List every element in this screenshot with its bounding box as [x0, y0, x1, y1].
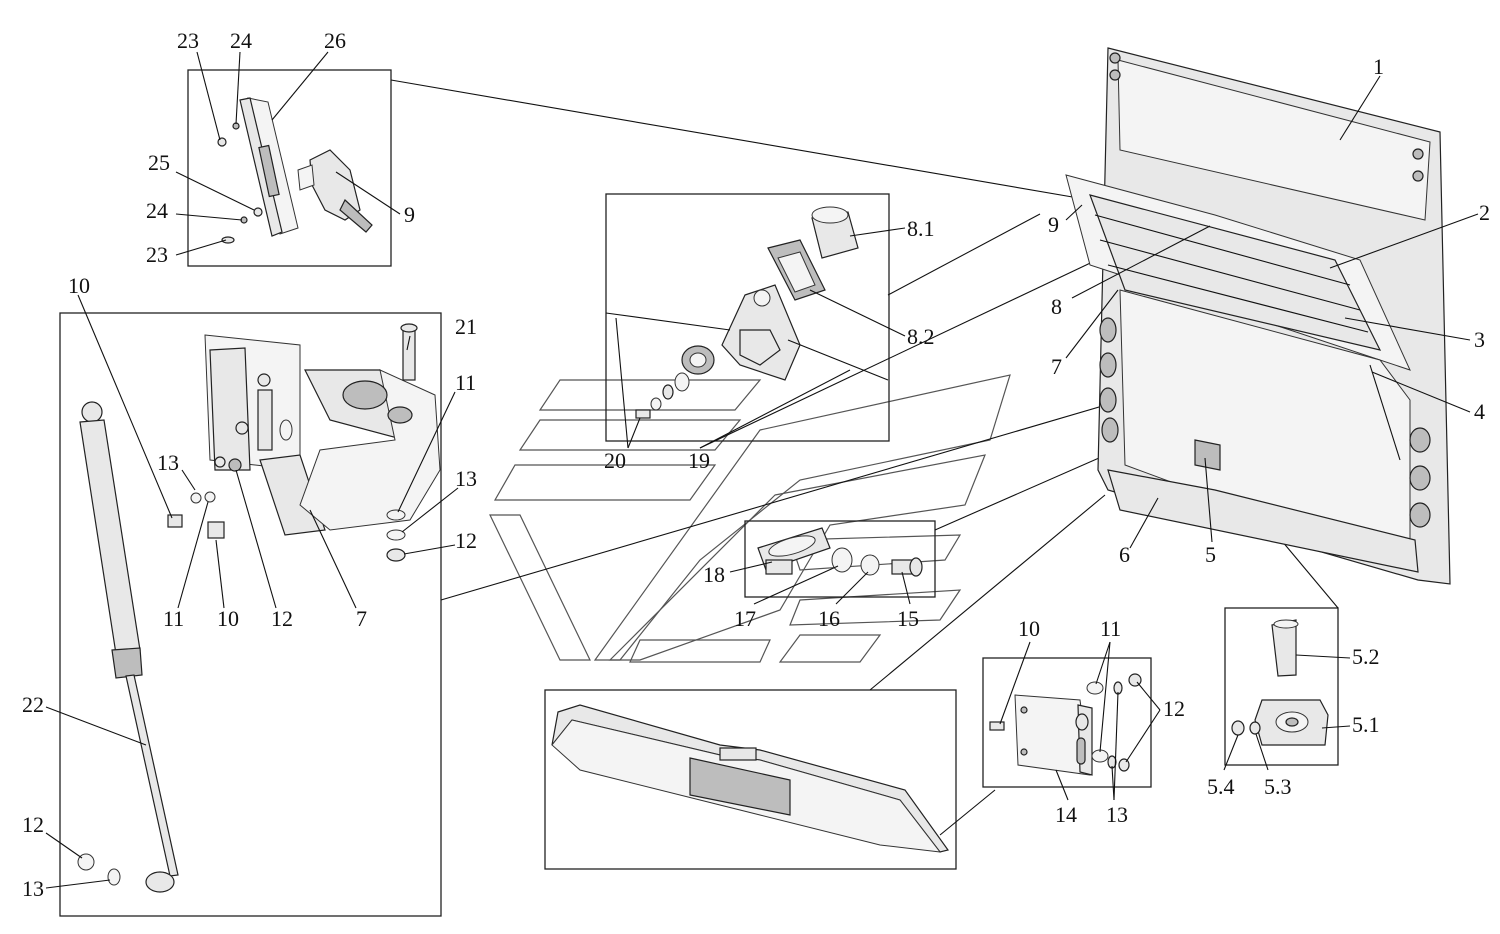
- main-leaders: [1065, 75, 1479, 549]
- callout-13-bracket: 13: [1106, 802, 1128, 827]
- callout-19: 19: [688, 448, 710, 473]
- callout-23-top: 23: [177, 28, 199, 53]
- callout-5-4: 5.4: [1207, 774, 1235, 799]
- trim-leader-2: [939, 789, 996, 836]
- callout-10-top: 10: [68, 273, 90, 298]
- callout-21: 21: [455, 314, 477, 339]
- callout-10-bracket: 10: [1018, 616, 1040, 641]
- callout-1: 1: [1373, 54, 1384, 79]
- latch-parts: [217, 97, 373, 244]
- detail-box-bracket: [744, 520, 936, 598]
- lock-parts: [605, 206, 889, 419]
- hinge-leaders: [45, 294, 1141, 889]
- callout-10-bottom: 10: [217, 606, 239, 631]
- detail-box-bracket-14: [982, 657, 1152, 788]
- detail-box-hinge-strut: [59, 312, 442, 917]
- callout-8: 8: [1051, 294, 1062, 319]
- callout-11-bottom: 11: [163, 606, 184, 631]
- callout-18: 18: [703, 562, 725, 587]
- callout-5-3: 5.3: [1264, 774, 1292, 799]
- detail-box-trim: [544, 689, 957, 870]
- callout-13-right: 13: [455, 466, 477, 491]
- detail-box-latch: [187, 69, 392, 267]
- callout-15: 15: [897, 606, 919, 631]
- callout-17: 17: [734, 606, 756, 631]
- callout-9-detail: 9: [404, 202, 415, 227]
- callout-22: 22: [22, 692, 44, 717]
- callout-8-2: 8.2: [907, 324, 935, 349]
- callout-11-bracket: 11: [1100, 616, 1121, 641]
- trim-leader: [869, 494, 1106, 691]
- bracket-14-leaders: [999, 641, 1161, 801]
- callout-7-main: 7: [1051, 354, 1062, 379]
- callout-4: 4: [1474, 399, 1485, 424]
- detail-box-lock: [605, 193, 890, 442]
- callout-13-left: 13: [157, 450, 179, 475]
- callout-11-right: 11: [455, 370, 476, 395]
- callout-6: 6: [1119, 542, 1130, 567]
- callout-14: 14: [1055, 802, 1077, 827]
- callout-8-1: 8.1: [907, 216, 935, 241]
- callout-12-bottom: 12: [271, 606, 293, 631]
- callout-5-1: 5.1: [1352, 712, 1380, 737]
- callout-12-strut: 12: [22, 812, 44, 837]
- latch-5-parts: [1231, 619, 1329, 746]
- main-hood-assembly: [1065, 47, 1451, 585]
- callout-25: 25: [148, 150, 170, 175]
- detail-box-latch-5: [1224, 607, 1339, 766]
- callout-7-detail: 7: [356, 606, 367, 631]
- background-ghost-shapes: [489, 374, 1011, 663]
- callout-5: 5: [1205, 542, 1216, 567]
- callout-5-2: 5.2: [1352, 644, 1380, 669]
- bracket-14-parts: [989, 673, 1142, 776]
- callout-12-bracket: 12: [1163, 696, 1185, 721]
- callout-24-top: 24: [230, 28, 252, 53]
- callout-3: 3: [1474, 327, 1485, 352]
- callout-16: 16: [818, 606, 840, 631]
- callout-24-bottom: 24: [146, 198, 168, 223]
- callout-9-main: 9: [1048, 212, 1059, 237]
- latch-leaders: [175, 51, 1091, 256]
- bracket-parts: [757, 527, 923, 577]
- lock-leaders: [615, 213, 1123, 449]
- callout-23-bottom: 23: [146, 242, 168, 267]
- callout-12-right: 12: [455, 528, 477, 553]
- callout-2: 2: [1479, 200, 1490, 225]
- trim-parts: [551, 704, 950, 853]
- callout-20: 20: [604, 448, 626, 473]
- gas-strut: [77, 401, 179, 893]
- hinge-parts: [167, 323, 441, 562]
- callout-26: 26: [324, 28, 346, 53]
- callout-13-strut: 13: [22, 876, 44, 901]
